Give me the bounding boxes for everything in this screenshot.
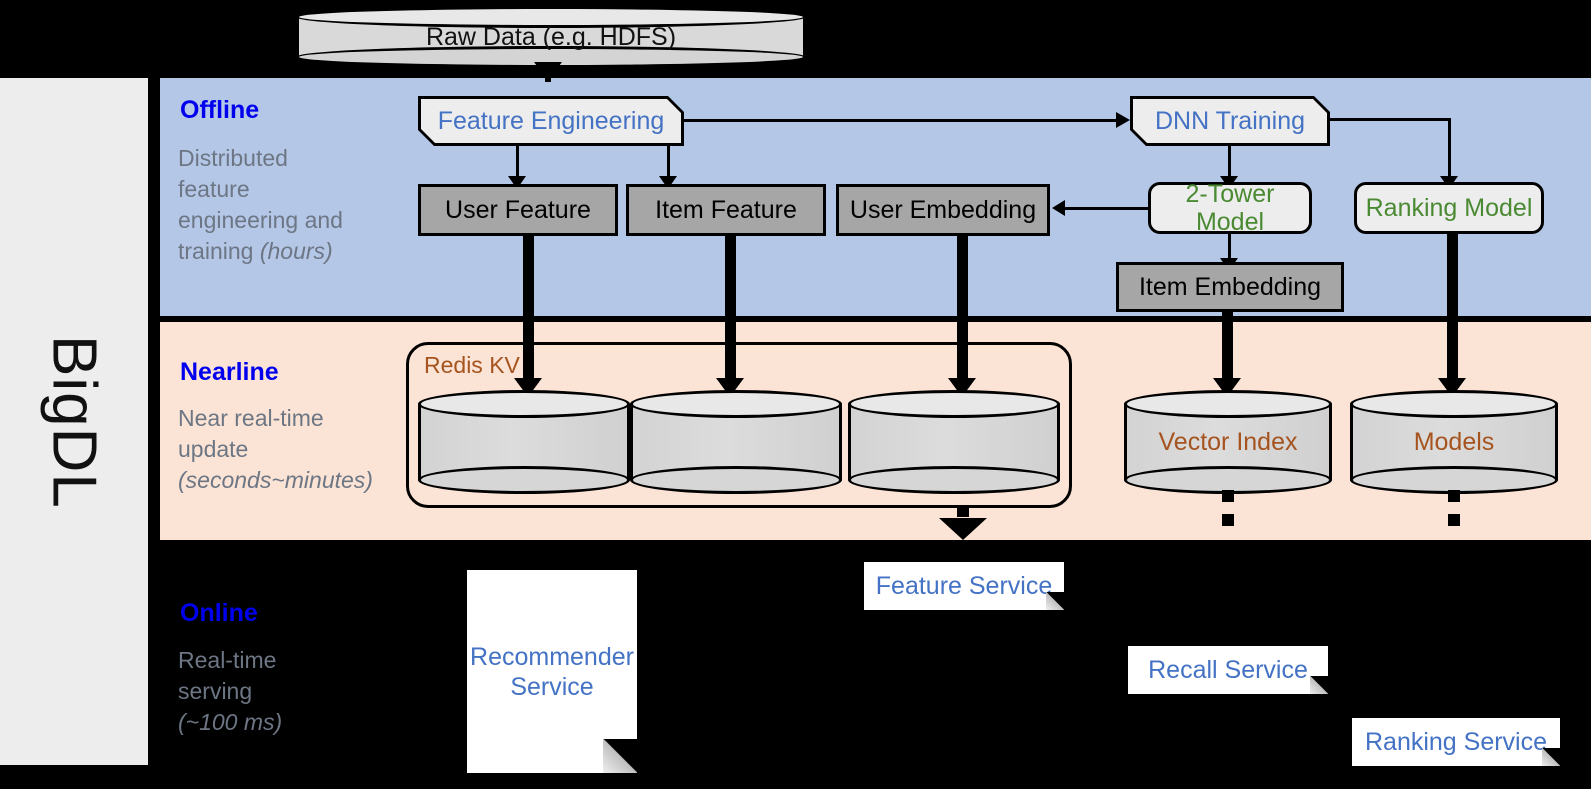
connector-twotower-useremb [1065,207,1163,210]
redis-kv-label: Redis KV [424,352,520,378]
offline-nearline-divider [160,316,1591,322]
connector-dnn-ranking-v [1448,118,1451,180]
ranking-service-doc[interactable]: Ranking Service [1352,718,1560,766]
cylinder-top [418,390,630,418]
nearline-subtitle-l1: Near real-time [178,405,324,431]
dnn-training-box[interactable]: DNN Training [1130,96,1330,146]
connector-dnn-ranking-h [1329,118,1451,121]
connector-dot-recall-2 [1222,514,1234,526]
cylinder-top [848,390,1060,418]
online-subtitle-l2: serving [178,678,253,704]
recommender-service-doc[interactable]: Recommender Service [467,570,637,773]
offline-subtitle-l1: Distributed [178,145,288,171]
recall-service-label: Recall Service [1148,656,1308,684]
vector-index-cylinder[interactable]: Vector Index [1124,390,1332,494]
pipe-itememb-vectorindex [1222,312,1233,386]
arrowhead-featureservice [939,518,987,540]
connector-dot-ranking-1 [1448,490,1460,502]
nearline-subtitle-l2: update [178,436,249,462]
raw-data-label: Raw Data (e.g. HDFS) [425,22,677,51]
connector-fe-dnn [684,119,1117,122]
pipe-itemfeature-store [725,236,736,386]
ranking-service-label: Ranking Service [1364,728,1548,756]
cylinder-bottom [848,466,1060,494]
online-subtitle-l1: Real-time [178,647,277,673]
cylinder-top [630,390,842,418]
item-feature-label: Item Feature [655,196,797,224]
offline-subtitle-l3: engineering and [178,207,343,233]
offline-subtitle-l4: training (hours) [178,238,333,264]
dnn-training-label: DNN Training [1133,99,1327,143]
cylinder-top [1350,390,1558,418]
user-embedding-label: User Embedding [849,196,1037,224]
feature-service-label: Feature Service [875,572,1053,600]
platform-sidebar: BigDL [0,78,148,765]
page-fold-icon [1046,592,1064,610]
connector-fe-itemfeature [667,146,670,179]
connector-dot-recall-1 [1222,490,1234,502]
page-fold-icon [1542,748,1560,766]
arrowhead-twotower-useremb [1052,200,1065,216]
redis-store-cylinder-1[interactable] [418,390,630,494]
pipe-useremb-store [957,236,968,386]
cylinder-top [1124,390,1332,418]
feature-service-doc[interactable]: Feature Service [864,562,1064,610]
nearline-subtitle: Near real-time update (seconds~minutes) [178,403,428,496]
feature-engineering-label: Feature Engineering [421,99,681,143]
item-feature-box[interactable]: Item Feature [626,184,826,236]
models-cylinder[interactable]: Models [1350,390,1558,494]
connector-dot-ranking-2 [1448,514,1460,526]
redis-kv-container [406,342,1072,508]
models-label: Models [1413,427,1495,456]
user-feature-box[interactable]: User Feature [418,184,618,236]
item-embedding-label: Item Embedding [1138,273,1322,301]
ranking-model-box[interactable]: Ranking Model [1354,182,1544,234]
item-embedding-box[interactable]: Item Embedding [1116,262,1344,312]
user-embedding-box[interactable]: User Embedding [836,184,1050,236]
vector-index-label: Vector Index [1158,427,1298,456]
arrowhead-fe-dnn [1116,112,1130,128]
online-subtitle: Real-time serving (~100 ms) [178,645,408,738]
pipe-userfeature-store [523,236,534,386]
recall-service-doc[interactable]: Recall Service [1128,646,1328,694]
arrowhead-rawdata-fe [534,62,562,81]
online-subtitle-l3: (~100 ms) [178,709,283,735]
platform-name: BigDL [0,78,148,765]
offline-subtitle-l2: feature [178,176,250,202]
connector-dnn-twotower [1228,146,1231,179]
offline-title: Offline [180,96,260,124]
raw-data-store: Raw Data (e.g. HDFS) [296,6,806,68]
cylinder-bottom [630,466,842,494]
page-fold-icon [1310,676,1328,694]
cylinder-bottom [418,466,630,494]
cylinder-top [296,6,806,28]
ranking-model-label: Ranking Model [1365,194,1533,222]
online-title: Online [180,599,258,627]
platform-name-text: BigDL [39,334,109,509]
nearline-online-divider [160,540,1591,546]
nearline-title: Nearline [180,358,279,386]
pipe-rankingmodel-models [1447,234,1458,386]
nearline-subtitle-l3: (seconds~minutes) [178,467,373,493]
redis-store-cylinder-2[interactable] [630,390,842,494]
two-tower-model-label: 2-Tower Model [1185,180,1275,236]
connector-dot-featureservice [957,505,969,517]
user-feature-label: User Feature [445,196,591,224]
redis-store-cylinder-3[interactable] [848,390,1060,494]
offline-subtitle: Distributed feature engineering and trai… [178,143,408,267]
two-tower-model-box[interactable]: 2-Tower Model [1148,180,1312,236]
page-fold-icon [603,739,637,773]
recommender-service-label: Recommender Service [470,642,634,701]
feature-engineering-box[interactable]: Feature Engineering [418,96,684,146]
connector-fe-userfeature [516,146,519,179]
connector-twotower-itememb [1228,234,1231,262]
